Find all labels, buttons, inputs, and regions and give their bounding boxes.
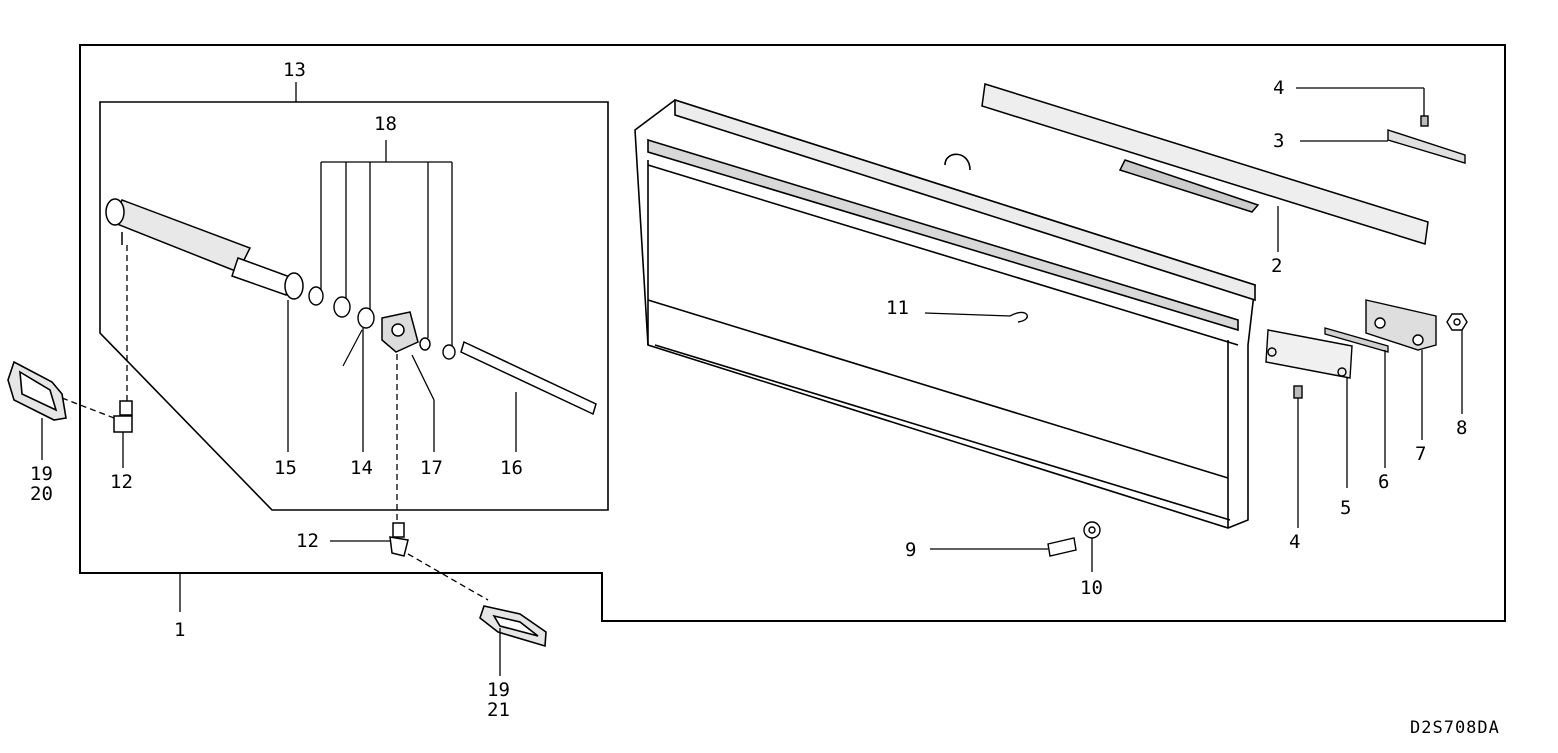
callout-17: 17 <box>420 457 443 479</box>
callout-9: 9 <box>905 539 916 561</box>
nut <box>1446 313 1468 331</box>
callout-15: 15 <box>274 457 297 479</box>
callout-7: 7 <box>1415 443 1426 465</box>
callout-19-left: 19 <box>30 463 53 485</box>
hydraulic-cylinder <box>105 198 304 300</box>
wear-strip <box>1324 327 1389 353</box>
callout-12-center: 12 <box>296 530 319 552</box>
washer <box>1083 521 1101 539</box>
connection-lines <box>61 245 489 601</box>
hose-left <box>7 360 67 421</box>
callout-2: 2 <box>1271 255 1282 277</box>
hose-bottom <box>479 605 547 648</box>
callout-16: 16 <box>500 457 523 479</box>
elbow-fitting-left <box>113 400 133 433</box>
seal-rings <box>308 286 456 360</box>
callout-19-bottom: 19 <box>487 679 510 701</box>
callout-10: 10 <box>1080 577 1103 599</box>
top-rail <box>981 83 1429 245</box>
clip <box>1009 311 1028 323</box>
callout-18: 18 <box>374 113 397 135</box>
callout-14: 14 <box>350 457 373 479</box>
callout-8: 8 <box>1456 417 1467 439</box>
callout-12-left: 12 <box>110 471 133 493</box>
drawing-code: D2S708DA <box>1410 718 1500 738</box>
callout-20: 20 <box>30 483 53 505</box>
leader-lines <box>41 82 1463 676</box>
callout-1: 1 <box>174 619 185 641</box>
callout-21: 21 <box>487 699 510 721</box>
valve-block <box>381 311 419 353</box>
hook-block <box>1365 299 1437 351</box>
elbow-fitting-center <box>389 522 409 557</box>
callout-4-top: 4 <box>1273 77 1284 99</box>
piston-rod <box>460 340 597 416</box>
callout-11: 11 <box>886 297 909 319</box>
lower-plate <box>1265 329 1353 379</box>
cylinder-subassembly-boundary <box>99 101 609 511</box>
callout-13: 13 <box>283 59 306 81</box>
callout-3: 3 <box>1273 130 1284 152</box>
bolt-bottom <box>1293 385 1303 399</box>
callout-4-bottom: 4 <box>1289 531 1300 553</box>
callout-6: 6 <box>1378 471 1389 493</box>
bolt-top <box>1420 115 1429 127</box>
upper-bracket <box>1387 129 1466 164</box>
callout-labels: 13 18 15 14 17 16 12 19 20 12 1 19 21 4 … <box>30 59 1467 721</box>
callout-5: 5 <box>1340 497 1351 519</box>
screw <box>1047 537 1077 557</box>
assembly-boundary <box>79 44 1506 622</box>
cutting-line <box>342 329 363 367</box>
